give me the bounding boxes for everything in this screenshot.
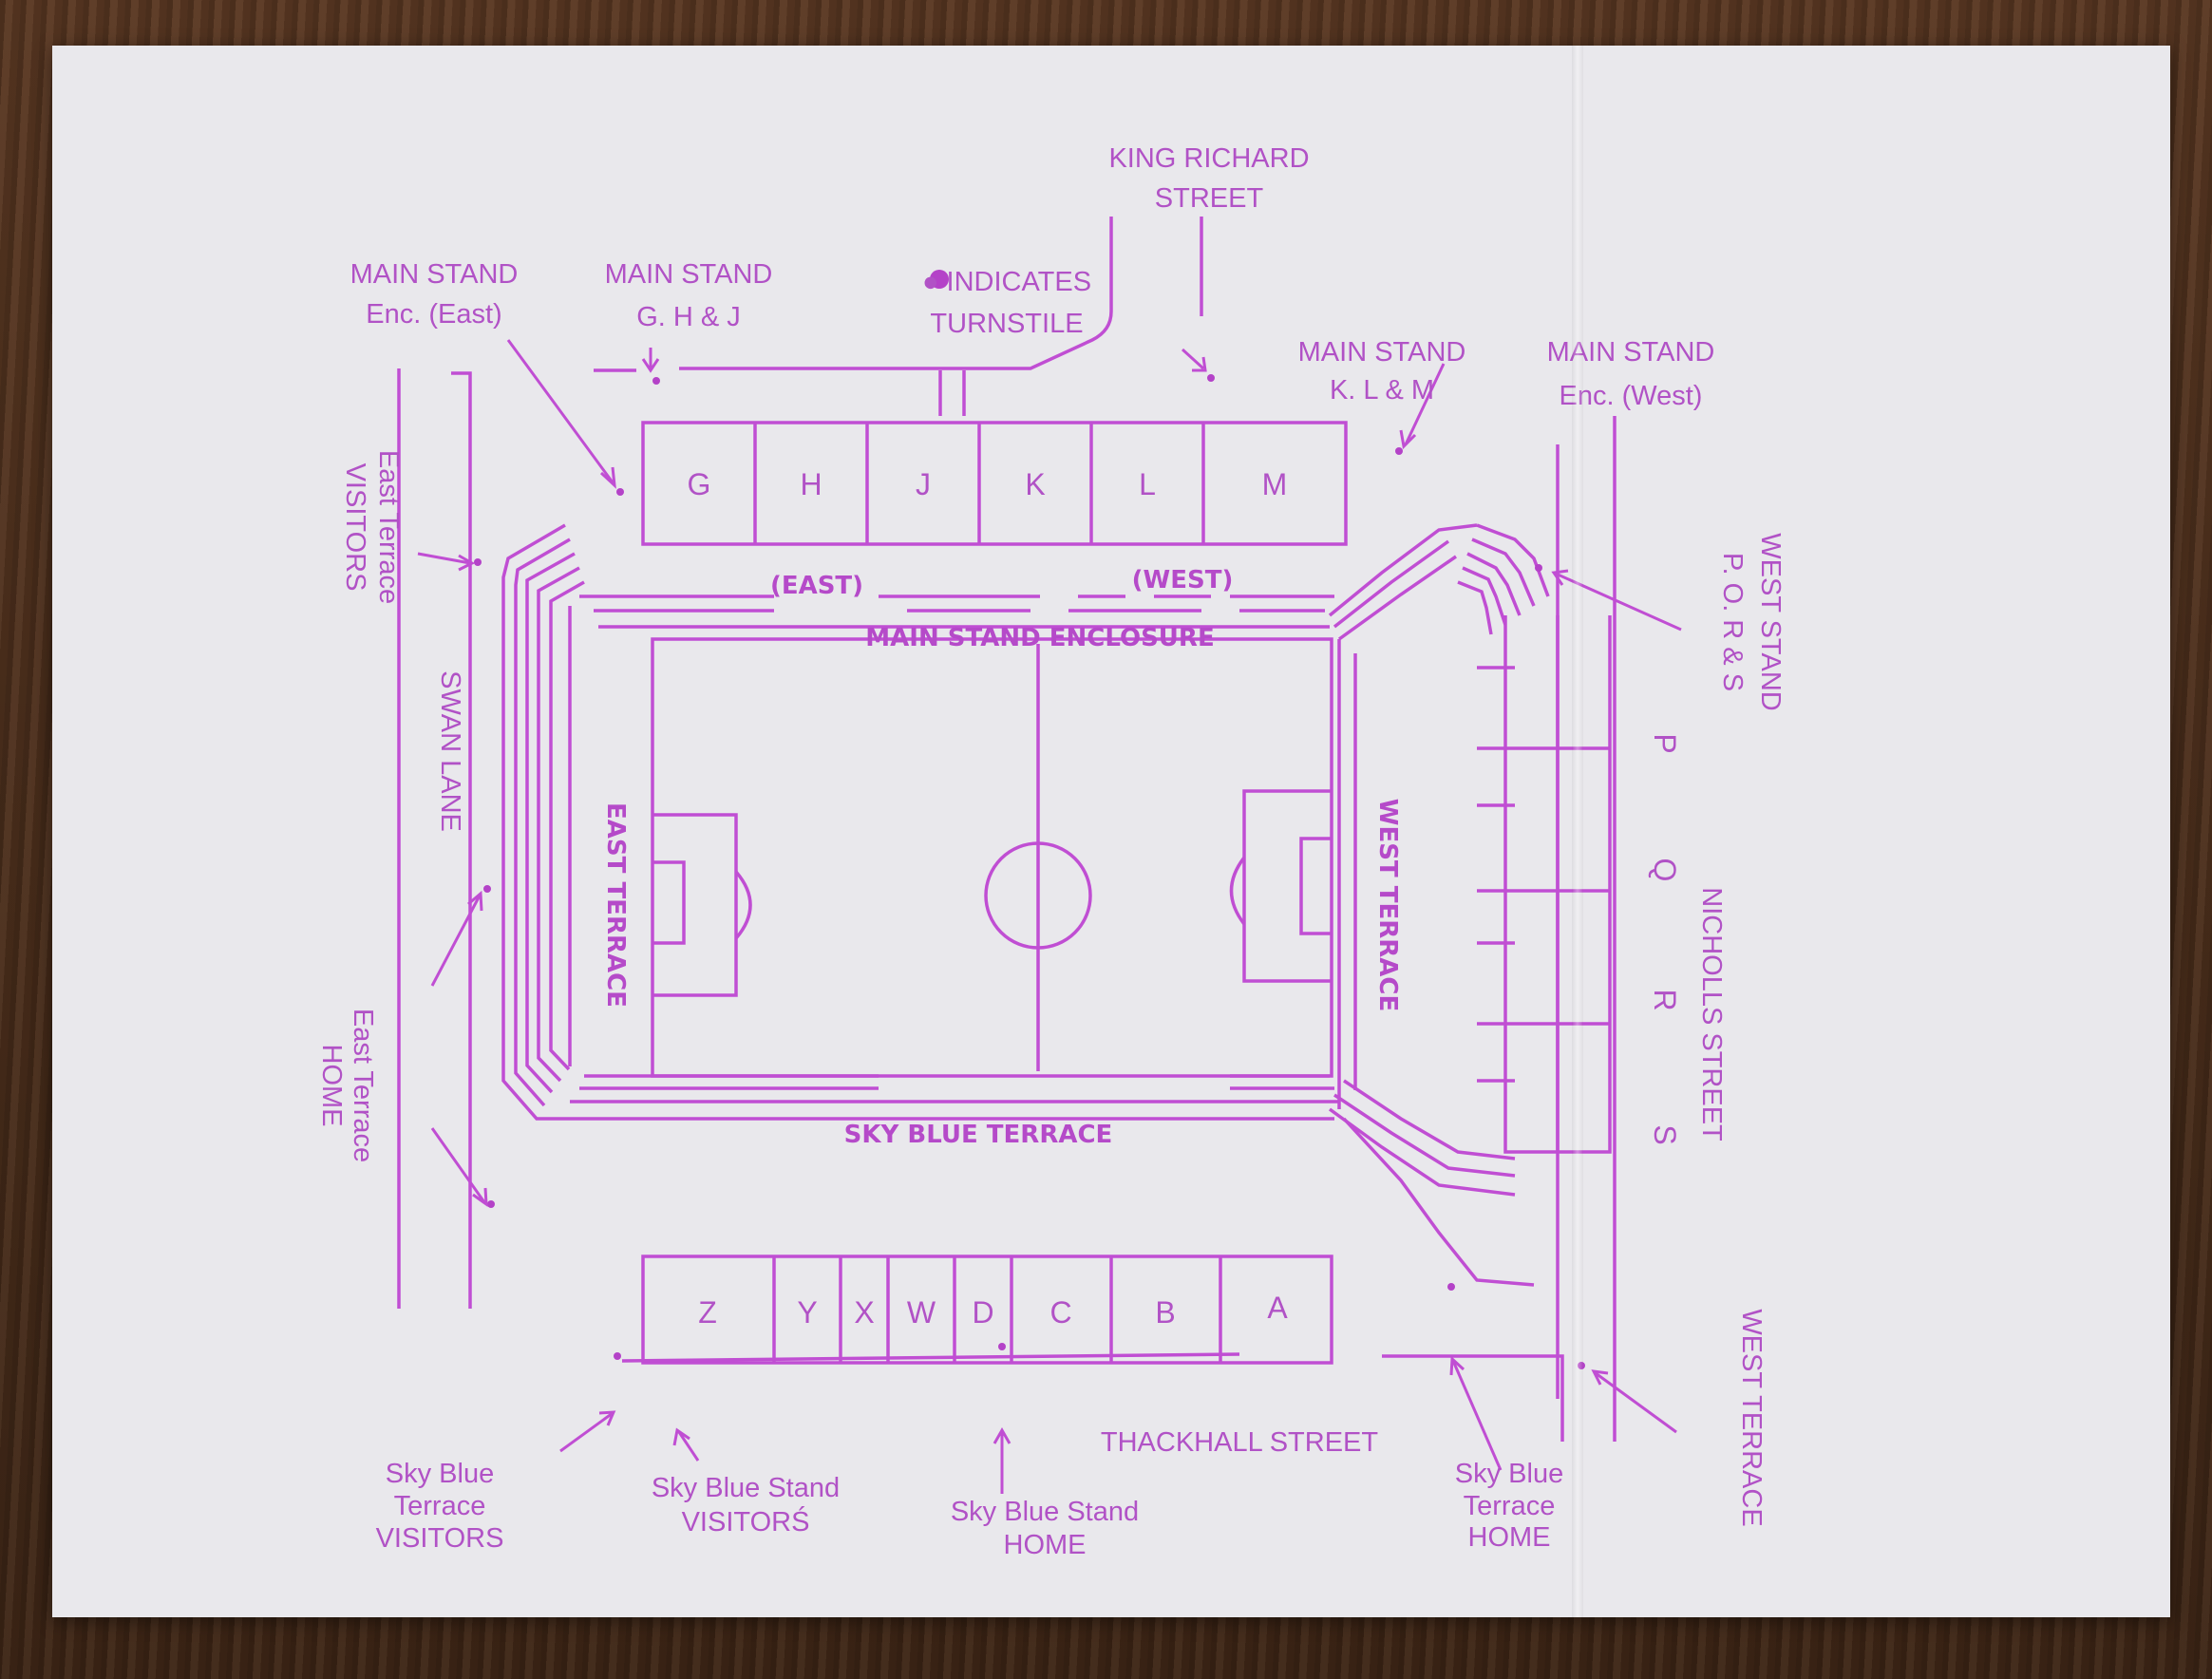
block-k: K (1025, 467, 1045, 501)
main-stand-enc-east-label-2: Enc. (East) (366, 299, 501, 330)
sky-blue-terrace-home-label-1: Sky Blue (1455, 1459, 1563, 1489)
main-stand-enc-east-label-1: MAIN STAND (350, 259, 519, 290)
sky-blue-terrace-visitors-label-1: Sky Blue (386, 1459, 494, 1489)
pitch (651, 637, 1333, 1078)
block-p: P (1648, 733, 1682, 753)
east-terrace-home-label-2: HOME (316, 1045, 347, 1127)
block-g: G (688, 467, 711, 501)
thackhall-street-label: THACKHALL STREET (1101, 1427, 1378, 1458)
indicates-turnstile-label-1: ● INDICATES (922, 267, 1091, 297)
indicates-turnstile-label-2: TURNSTILE (930, 309, 1083, 339)
west-stand-label-2: P. O. R & S (1717, 553, 1748, 691)
streets (397, 217, 1616, 1442)
block-s: S (1648, 1124, 1682, 1144)
main-stand-ghj-label-2: G. H & J (636, 302, 741, 332)
king-richard-street-label-2: STREET (1155, 183, 1264, 214)
block-b: B (1155, 1295, 1175, 1330)
block-l: L (1139, 467, 1156, 501)
block-q: Q (1648, 858, 1682, 882)
main-stand-klm-label-1: MAIN STAND (1298, 337, 1466, 368)
main-stand-blocks: G H J K L M (641, 421, 1348, 546)
east-terrace-label: EAST TERRACE (601, 802, 630, 1008)
sky-blue-stand-home-label-2: HOME (1004, 1530, 1087, 1560)
block-a: A (1267, 1291, 1288, 1325)
sky-blue-terrace-home-label-2: Terrace (1464, 1491, 1556, 1521)
main-stand-enc-west-label-2: Enc. (West) (1560, 381, 1703, 411)
block-x: X (854, 1295, 874, 1330)
swan-lane-label: SWAN LANE (435, 670, 465, 832)
east-terrace-home-label-1: East Terrace (348, 1009, 378, 1162)
main-stand-enclosure-label: MAIN STAND ENCLOSURE (865, 624, 1214, 652)
east-terrace-visitors-label-2: VISITORS (340, 463, 370, 592)
legend-dot-icon (930, 270, 949, 289)
west-stand-label-1: WEST STAND (1755, 533, 1786, 710)
king-richard-street-label-1: KING RICHARD (1108, 143, 1309, 174)
west-terrace-street-label: WEST TERRACE (1736, 1309, 1767, 1526)
sky-blue-stand-home-label-1: Sky Blue Stand (951, 1497, 1139, 1527)
sky-blue-stand-blocks: Z Y X W D C B A (641, 1255, 1333, 1365)
block-h: H (800, 467, 822, 501)
block-d: D (972, 1295, 993, 1330)
block-z: Z (698, 1295, 717, 1330)
nicholls-street-label: NICHOLLS STREET (1696, 887, 1727, 1141)
sky-blue-stand-visitors-label-1: Sky Blue Stand (652, 1473, 840, 1503)
block-r: R (1648, 989, 1682, 1010)
enclosure-east-label: (EAST) (770, 572, 863, 600)
ticket-card: G H J K L M (52, 46, 2170, 1617)
sky-blue-terrace-label: SKY BLUE TERRACE (844, 1121, 1113, 1149)
sky-blue-stand-visitors-label-2: VISITORŚ (682, 1505, 810, 1538)
block-w: W (907, 1295, 936, 1330)
main-stand-ghj-label-1: MAIN STAND (605, 259, 773, 290)
main-stand-enc-west-label-1: MAIN STAND (1547, 337, 1715, 368)
enclosure-west-label: (WEST) (1132, 566, 1234, 594)
west-stand-blocks: P Q R S (1477, 615, 1682, 1154)
sky-blue-terrace-visitors-label-2: Terrace (394, 1491, 486, 1521)
block-c: C (1049, 1295, 1071, 1330)
block-j: J (916, 467, 931, 501)
east-terrace-visitors-label-1: East Terrace (373, 450, 404, 604)
terrace-rings (501, 523, 1550, 1287)
west-terrace-pitch-label: WEST TERRACE (1373, 799, 1402, 1011)
sky-blue-terrace-home-label-3: HOME (1468, 1522, 1551, 1553)
block-y: Y (797, 1295, 817, 1330)
block-m: M (1262, 467, 1288, 501)
sky-blue-terrace-visitors-label-3: VISITORS (376, 1523, 504, 1554)
stadium-map: G H J K L M (316, 143, 1786, 1560)
main-stand-klm-label-2: K. L & M (1330, 375, 1434, 406)
